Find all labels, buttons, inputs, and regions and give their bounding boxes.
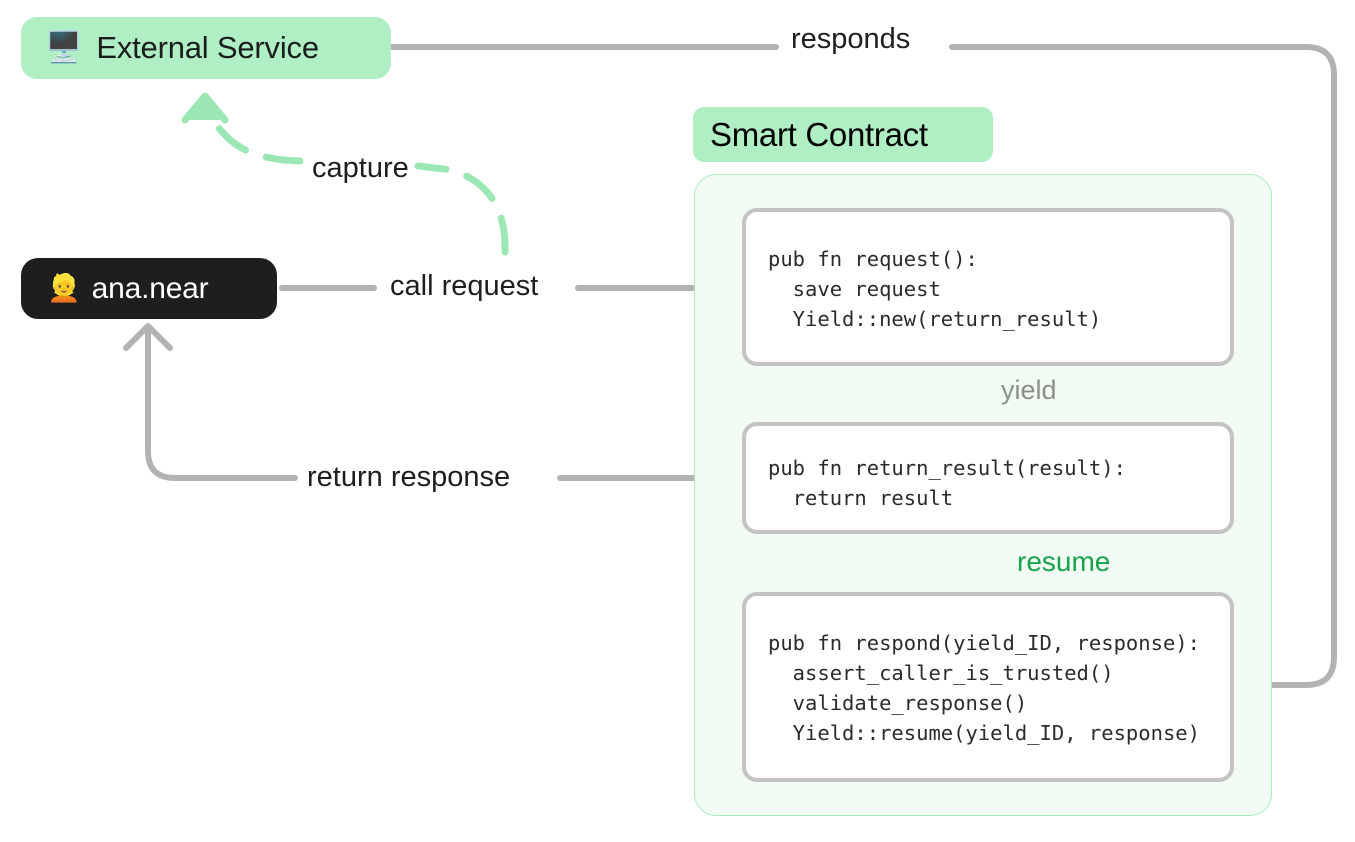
code-block-request[interactable]: pub fn request(): save request Yield::ne… xyxy=(742,208,1234,366)
node-external-service[interactable]: 🖥️ External Service xyxy=(21,17,391,79)
external-service-label: External Service xyxy=(96,30,319,65)
edge-label-return-response: return response xyxy=(307,461,511,493)
smart-contract-label: Smart Contract xyxy=(710,115,928,153)
person-avatar-icon: 👱 xyxy=(47,273,81,303)
edge-return-response xyxy=(123,323,745,481)
edge-label-call-request: call request xyxy=(390,270,539,302)
edge-label-capture: capture xyxy=(312,152,409,184)
node-smart-contract-badge[interactable]: Smart Contract xyxy=(693,107,993,162)
node-user-account[interactable]: 👱 ana.near xyxy=(21,258,277,319)
edge-label-yield: yield xyxy=(1001,375,1057,405)
edge-label-responds: responds xyxy=(791,23,911,55)
code-block-respond[interactable]: pub fn respond(yield_ID, response): asse… xyxy=(742,592,1234,782)
code-block-return-result[interactable]: pub fn return_result(result): return res… xyxy=(742,422,1234,534)
desktop-computer-icon: 🖥️ xyxy=(45,31,83,64)
user-account-label: ana.near xyxy=(91,271,209,305)
edge-label-resume: resume xyxy=(1017,546,1111,577)
